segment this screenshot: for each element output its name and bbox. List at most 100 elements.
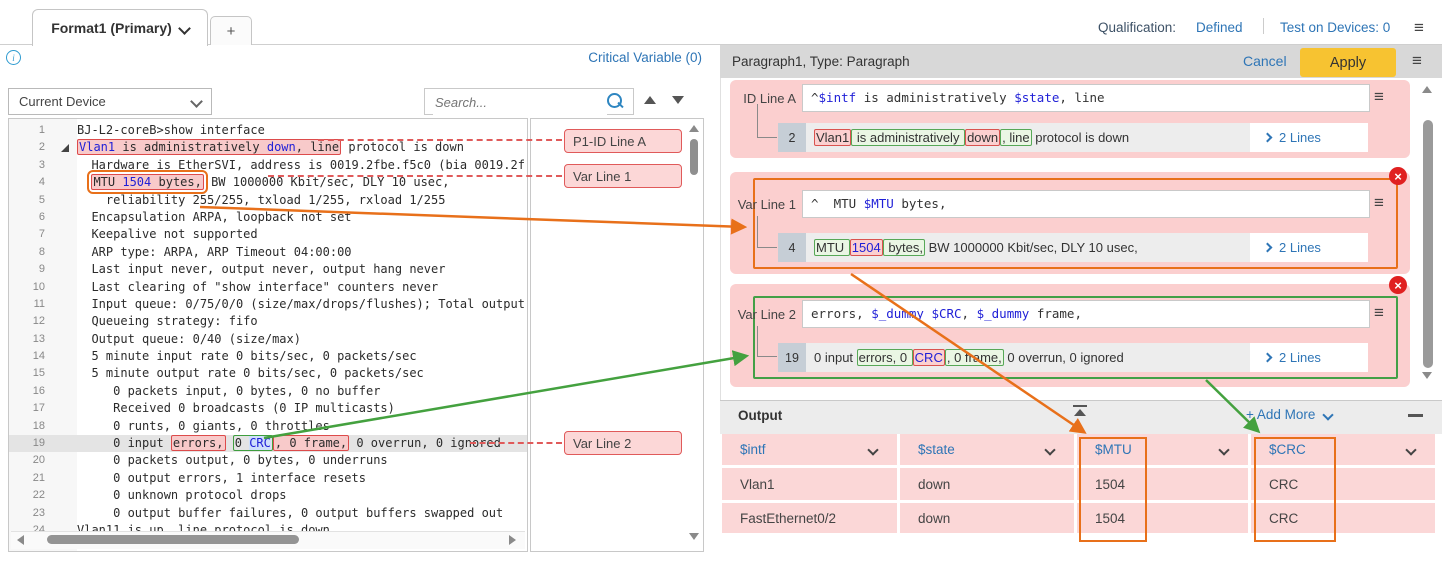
highlight-mark-pinkorange: MTU 1504 bytes, — [87, 170, 208, 195]
highlight-mark-grn: MTU — [814, 239, 850, 256]
column-header-state[interactable]: $state — [900, 434, 1077, 465]
vertical-scrollbar-thumb[interactable] — [1423, 120, 1433, 368]
code-line-22[interactable]: 22 0 unknown protocol drops — [9, 487, 527, 504]
line-labels-panel: P1-ID Line A Var Line 1 Var Line 2 — [530, 118, 704, 552]
vertical-scrollbar-thumb[interactable] — [690, 139, 698, 175]
code-line-9[interactable]: 9 Last input never, output never, output… — [9, 261, 527, 278]
critical-variable-link[interactable]: Critical Variable (0) — [588, 50, 702, 65]
code-segment: errors, — [811, 306, 872, 321]
code-line-8[interactable]: 8 ARP type: ARPA, ARP Timeout 04:00:00 — [9, 244, 527, 261]
minimize-icon[interactable] — [1408, 414, 1423, 417]
add-tab-button[interactable]: + — [210, 16, 252, 45]
tab-format1[interactable]: Format1 (Primary) — [32, 9, 208, 46]
hamburger-menu-icon[interactable]: ≡ — [1412, 51, 1422, 70]
column-header-label: $intf — [740, 442, 766, 457]
code-line-11[interactable]: 11 Input queue: 0/75/0/0 (size/max/drops… — [9, 296, 527, 313]
code-line-15[interactable]: 15 5 minute output rate 0 bits/sec, 0 pa… — [9, 365, 527, 382]
chevron-down-icon — [177, 21, 191, 35]
apply-button[interactable]: Apply — [1300, 48, 1396, 77]
expand-lines-link[interactable]: 2 Lines — [1250, 233, 1368, 262]
column-header-CRC[interactable]: $CRC — [1251, 434, 1435, 465]
code-line-6[interactable]: 6 Encapsulation ARPA, loopback not set — [9, 209, 527, 226]
expand-lines-link[interactable]: 2 Lines — [1250, 343, 1368, 372]
hamburger-menu-icon[interactable]: ≡ — [1414, 18, 1424, 37]
prev-match-button[interactable] — [644, 96, 656, 104]
column-header-MTU[interactable]: $MTU — [1077, 434, 1251, 465]
code-line-13[interactable]: 13 Output queue: 0/40 (size/max) — [9, 331, 527, 348]
close-icon[interactable]: × — [1389, 276, 1407, 294]
parser-block-var-line-2: × Var Line 2 errors, $_dummy $CRC, $_dummy… — [730, 276, 1410, 387]
code-segment: 1504 — [851, 240, 881, 255]
block-label: Var Line 1 — [737, 197, 796, 212]
code-segment: BW 1000000 Kbit/sec, DLY 10 usec, — [925, 240, 1138, 255]
scroll-down-icon[interactable] — [689, 533, 699, 540]
code-text: 0 output errors, 1 interface resets — [77, 470, 366, 487]
line-label[interactable]: Var Line 2 — [564, 431, 682, 455]
fold-toggle[interactable] — [53, 139, 77, 156]
add-more-button[interactable]: + Add More — [1246, 407, 1335, 422]
scroll-up-icon[interactable] — [1422, 86, 1432, 93]
scroll-down-icon[interactable] — [1422, 372, 1432, 379]
hamburger-menu-icon[interactable]: ≡ — [1374, 303, 1384, 322]
code-line-19[interactable]: 19 0 input errors, 0 CRC, 0 frame, 0 ove… — [9, 435, 527, 453]
code-line-20[interactable]: 20 0 packets output, 0 bytes, 0 underrun… — [9, 452, 527, 469]
test-on-devices-link[interactable]: Test on Devices: 0 — [1280, 20, 1391, 35]
info-icon[interactable]: i — [6, 50, 21, 65]
block-label: Var Line 2 — [737, 307, 796, 322]
code-line-23[interactable]: 23 0 output buffer failures, 0 output bu… — [9, 505, 527, 522]
code-segment: $_dummy — [871, 306, 924, 321]
code-line-7[interactable]: 7 Keepalive not supported — [9, 226, 527, 243]
device-selector[interactable]: Current Device — [8, 88, 212, 115]
code-text: 5 minute output rate 0 bits/sec, 0 packe… — [77, 365, 424, 382]
line-label[interactable]: Var Line 1 — [564, 164, 682, 188]
fold-toggle — [53, 348, 77, 365]
code-segment: 5 minute output rate 0 bits/sec, 0 packe… — [77, 366, 424, 381]
code-line-12[interactable]: 12 Queueing strategy: fifo — [9, 313, 527, 330]
code-line-14[interactable]: 14 5 minute input rate 0 bits/sec, 0 pac… — [9, 348, 527, 365]
horizontal-scrollbar-thumb[interactable] — [47, 535, 299, 544]
code-line-5[interactable]: 5 reliability 255/255, txload 1/255, rxl… — [9, 192, 527, 209]
chevron-right-icon — [1262, 242, 1273, 253]
code-text: Queueing strategy: fifo — [77, 313, 257, 330]
next-match-button[interactable] — [672, 96, 684, 104]
line-number-gutter — [9, 119, 77, 551]
line-label[interactable]: P1-ID Line A — [564, 129, 682, 153]
hamburger-menu-icon[interactable]: ≡ — [1374, 87, 1384, 106]
pattern-input[interactable]: ^$intf is administratively $state, line — [802, 84, 1370, 112]
connector-var-line-1 — [268, 175, 562, 177]
scroll-left-icon[interactable] — [17, 535, 24, 545]
pattern-input[interactable]: errors, $_dummy $CRC, $_dummy frame, — [802, 300, 1370, 328]
scroll-right-icon[interactable] — [509, 535, 516, 545]
search-icon[interactable] — [607, 93, 622, 108]
fold-toggle — [53, 331, 77, 348]
qualification-defined-link[interactable]: Defined — [1196, 20, 1243, 35]
close-icon[interactable]: × — [1389, 167, 1407, 185]
chevron-down-icon — [1405, 443, 1417, 456]
pattern-input[interactable]: ^ MTU $MTU bytes, — [802, 190, 1370, 218]
cancel-button[interactable]: Cancel — [1243, 53, 1287, 69]
column-header-intf[interactable]: $intf — [722, 434, 900, 465]
code-line-16[interactable]: 16 0 packets input, 0 bytes, 0 no buffer — [9, 383, 527, 400]
code-line-10[interactable]: 10 Last clearing of "show interface" cou… — [9, 279, 527, 296]
code-line-21[interactable]: 21 0 output errors, 1 interface resets — [9, 470, 527, 487]
scroll-up-icon[interactable] — [689, 125, 699, 132]
code-line-4[interactable]: 4 MTU 1504 bytes, BW 1000000 Kbit/sec, D… — [9, 170, 527, 195]
code-line-18[interactable]: 18 0 runts, 0 giants, 0 throttles — [9, 418, 527, 435]
code-segment: BW 1000000 Kbit/sec, DLY 10 usec, — [203, 175, 450, 190]
collapse-icon[interactable] — [1072, 405, 1088, 416]
code-line-3[interactable]: 3 Hardware is EtherSVI, address is 0019.… — [9, 157, 527, 174]
expand-lines-link[interactable]: 2 Lines — [1250, 123, 1368, 152]
fold-toggle — [53, 209, 77, 226]
hamburger-menu-icon[interactable]: ≡ — [1374, 193, 1384, 212]
code-line-17[interactable]: 17 Received 0 broadcasts (0 IP multicast… — [9, 400, 527, 417]
code-segment: Last input never, output never, output h… — [77, 262, 446, 277]
search-input[interactable] — [433, 90, 607, 115]
